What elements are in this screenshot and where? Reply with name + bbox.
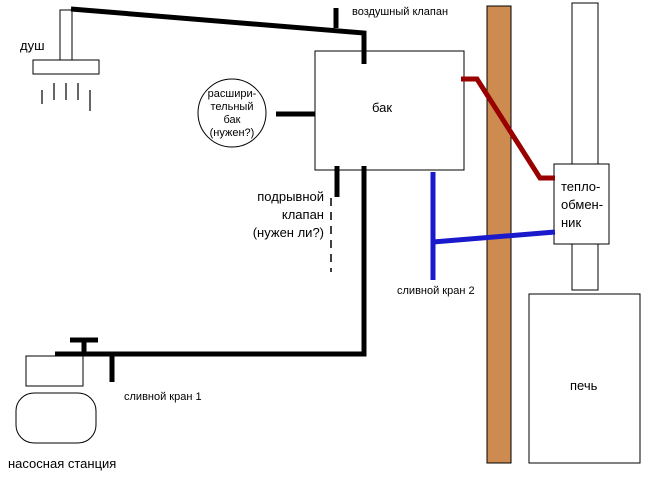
expansion-tank-line: (нужен?) <box>209 127 255 139</box>
relief-valve-label: подрывной клапан (нужен ли?) <box>226 188 324 242</box>
relief-valve-line: клапан <box>281 207 324 222</box>
heat-exchanger <box>553 163 610 245</box>
pump-box <box>25 355 84 387</box>
return-pipe <box>430 172 556 280</box>
shower-water <box>41 83 91 111</box>
pump-tank <box>15 392 97 444</box>
heat-exchanger-line: тепло- <box>561 179 601 194</box>
flue-pipe <box>571 2 599 291</box>
drain-valve-1-label: сливной кран 1 <box>124 391 202 403</box>
expansion-tank-line: тельный <box>210 101 254 113</box>
shower-pipe <box>59 9 73 61</box>
relief-valve-line: подрывной <box>257 189 324 204</box>
stove <box>528 293 641 464</box>
cold-pipes <box>55 6 367 382</box>
hot-pipe <box>461 76 555 181</box>
drain-valve-2-label: сливной кран 2 <box>397 285 475 297</box>
heat-exchanger-line: ник <box>561 215 582 230</box>
expansion-tank-label: расшири- тельный бак (нужен?) <box>198 88 266 140</box>
shower-head <box>32 59 100 75</box>
stove-label: печь <box>570 378 598 393</box>
heat-exchanger-line: обмен- <box>561 197 604 212</box>
expansion-tank <box>197 78 267 148</box>
air-valve-label: воздушный клапан <box>352 6 449 18</box>
expansion-tank-line: расшири- <box>207 88 257 100</box>
pump-station-label: насосная станция <box>8 456 117 471</box>
tank <box>314 50 465 171</box>
relief-valve-line: (нужен ли?) <box>252 225 324 240</box>
heat-exchanger-label: тепло- обмен- ник <box>561 178 603 232</box>
expansion-tank-line: бак <box>223 114 241 126</box>
shower-label: душ <box>20 38 45 53</box>
tank-label: бак <box>372 100 393 115</box>
